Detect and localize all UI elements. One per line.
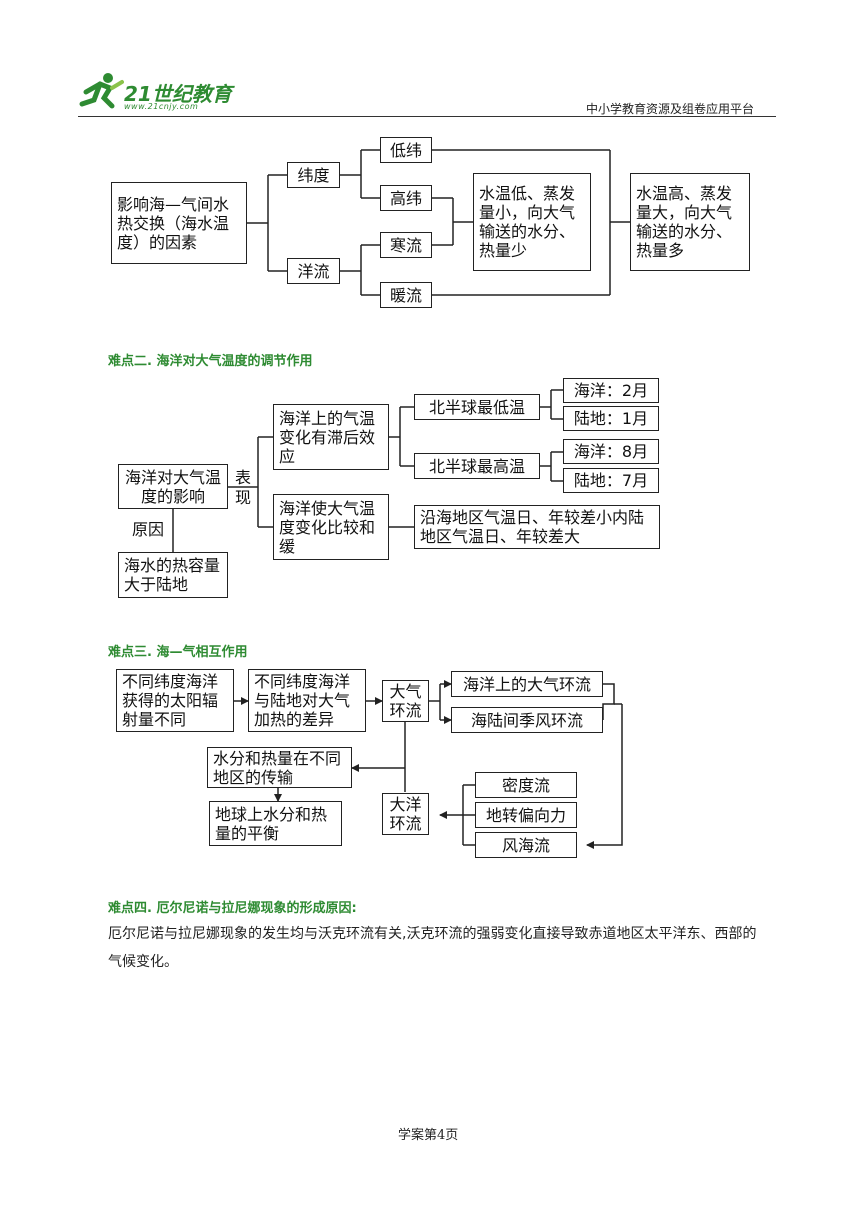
diagram1-connectors	[247, 149, 630, 296]
heat-balance-box: 地球上水分和热量的平衡	[209, 801, 342, 846]
diagram-sea-air-factors: 影响海—气间水热交换（海水温度）的因素 纬度 洋流 低纬 高纬 寒流 暖流 水温…	[0, 0, 860, 320]
section4-paragraph: 厄尔尼诺与拉尼娜现象的发生均与沃克环流有关,沃克环流的强弱变化直接导致赤道地区太…	[108, 926, 757, 970]
ocean-feb-box: 海洋：2月	[563, 378, 659, 403]
nh-min-temp-box: 北半球最低温	[414, 394, 540, 420]
heating-difference-box: 不同纬度海洋与陆地对大气加热的差异	[248, 669, 366, 732]
low-latitude-box: 低纬	[380, 137, 432, 163]
ocean-circulation-box: 大洋环流	[382, 793, 429, 835]
nh-max-temp-box: 北半球最高温	[414, 453, 540, 479]
runner-logo-icon	[79, 73, 124, 109]
cold-current-box: 寒流	[380, 232, 432, 258]
logo-text: 21世纪教育	[124, 82, 232, 106]
diagram2-connectors	[172, 389, 563, 552]
cause-label: 原因	[132, 520, 165, 539]
diagram-sea-air-interaction: 不同纬度海洋获得的太阳辐射量不同 不同纬度海洋与陆地对大气加热的差异 大气环流 …	[116, 669, 623, 858]
result-high-box: 水温高、蒸发量大，向大气输送的水分、热量多	[630, 173, 750, 271]
ocean-aug-box: 海洋：8月	[563, 439, 659, 464]
land-jul-box: 陆地：7月	[563, 468, 659, 493]
solar-radiation-box: 不同纬度海洋获得的太阳辐射量不同	[116, 669, 234, 732]
ocean-atmosphere-circulation-box: 海洋上的大气环流	[451, 671, 603, 697]
section2-heading: 难点二. 海洋对大气温度的调节作用	[108, 354, 313, 369]
result-low-box: 水温低、蒸发量小，向大气输送的水分、热量少	[473, 173, 591, 271]
land-jan-box: 陆地：1月	[563, 406, 659, 431]
logo-url: www.21cnjy.com	[124, 102, 199, 111]
latitude-box: 纬度	[287, 162, 340, 188]
lag-effect-box: 海洋上的气温变化有滞后效应	[273, 404, 389, 470]
coriolis-force-box: 地转偏向力	[475, 802, 577, 828]
section4-heading: 难点四. 厄尔尼诺与拉尼娜现象的形成原因:	[108, 901, 357, 916]
monsoon-circulation-box: 海陆间季风环流	[451, 707, 603, 733]
warm-current-box: 暖流	[380, 282, 432, 308]
heat-transport-box: 水分和热量在不同地区的传输	[207, 747, 352, 788]
section3-heading: 难点三. 海—气相互作用	[108, 645, 248, 660]
show-label: 表现	[235, 468, 252, 507]
cause-box: 海水的热容量大于陆地	[118, 552, 228, 598]
header: 21世纪教育 www.21cnjy.com 中小学教育资源及组卷应用平台	[0, 0, 860, 120]
high-latitude-box: 高纬	[380, 185, 432, 211]
density-current-box: 密度流	[475, 772, 577, 798]
header-divider	[78, 116, 776, 117]
diagram-ocean-regulation: 海洋对大气温度的影响 表现 原因 海水的热容量大于陆地 海洋上的气温变化有滞后效…	[118, 378, 660, 598]
platform-name: 中小学教育资源及组卷应用平台	[586, 102, 755, 116]
atmospheric-circulation-box: 大气环流	[382, 680, 429, 722]
diagram3-connectors	[234, 680, 623, 849]
mild-change-box: 海洋使大气温度变化比较和缓	[273, 494, 389, 560]
ocean-effect-main-box: 海洋对大气温度的影响	[118, 464, 228, 509]
wind-driven-current-box: 风海流	[475, 832, 577, 858]
temp-range-box: 沿海地区气温日、年较差小内陆地区气温日、年较差大	[414, 505, 660, 549]
factor-root-box: 影响海—气间水热交换（海水温度）的因素	[111, 182, 247, 264]
page-number: 学案第4页	[398, 1128, 459, 1143]
current-box: 洋流	[287, 258, 340, 284]
